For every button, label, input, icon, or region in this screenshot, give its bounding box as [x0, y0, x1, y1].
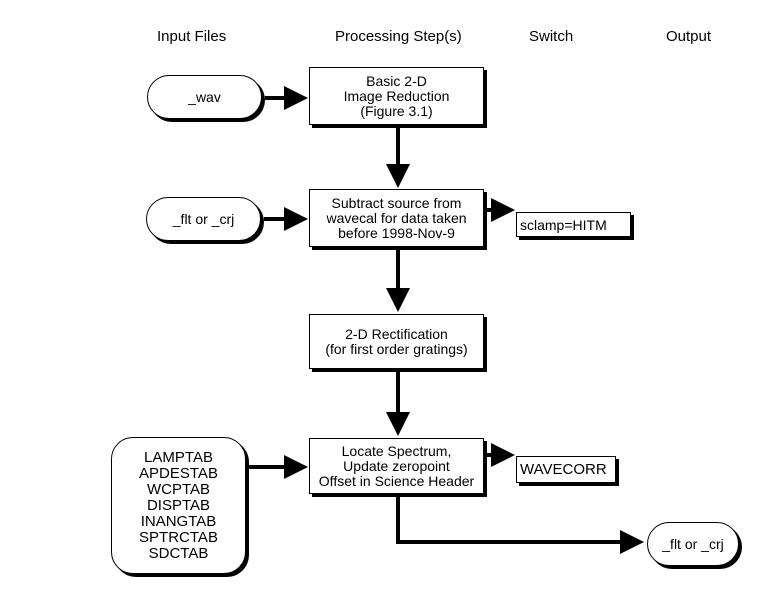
input-reference-tables: LAMPTAB APDESTAB WCPTAB DISPTAB INANGTAB… — [111, 437, 246, 574]
step-reduction-line-3: (Figure 3.1) — [360, 102, 433, 119]
output-flt-crj-label: _flt or _crj — [662, 535, 724, 552]
arrow-locate-to-output — [396, 495, 644, 554]
input-flt-crj-label: _flt or _crj — [172, 210, 235, 227]
header-output: Output — [666, 28, 712, 45]
table-inangtab: INANGTAB — [140, 512, 217, 530]
switch-wavecorr-label: WAVECORR — [520, 461, 607, 478]
header-input-files: Input Files — [157, 28, 227, 45]
step-subtract-line-1: Subtract source from — [331, 194, 462, 211]
input-wav: _wav — [147, 75, 262, 119]
header-processing-steps: Processing Step(s) — [335, 28, 462, 45]
step-locate-spectrum: Locate Spectrum, Update zeropoint Offset… — [309, 438, 484, 494]
step-reduction-line-1: Basic 2-D — [366, 72, 427, 89]
switch-wavecorr: WAVECORR — [516, 456, 616, 483]
table-sdctab: SDCTAB — [148, 544, 209, 562]
input-wav-label: _wav — [188, 88, 221, 105]
step-rectify-line-1: 2-D Rectification — [345, 325, 448, 342]
step-subtract-source: Subtract source from wavecal for data ta… — [309, 189, 484, 247]
table-lamptab: LAMPTAB — [144, 448, 213, 466]
step-locate-line-1: Locate Spectrum, — [341, 442, 452, 459]
input-flt-crj: _flt or _crj — [146, 197, 261, 241]
header-switch: Switch — [529, 28, 574, 45]
step-image-reduction: Basic 2-D Image Reduction (Figure 3.1) — [309, 67, 484, 125]
output-flt-crj: _flt or _crj — [647, 522, 739, 566]
switch-sclamp: sclamp=HITM — [516, 212, 631, 237]
switch-sclamp-label: sclamp=HITM — [520, 216, 607, 233]
table-wcptab: WCPTAB — [146, 480, 211, 498]
step-subtract-line-3: before 1998-Nov-9 — [338, 224, 455, 241]
table-disptab: DISPTAB — [146, 496, 211, 514]
step-rectify-line-2: (for first order gratings) — [325, 340, 468, 357]
step-subtract-line-2: wavecal for data taken — [326, 209, 467, 226]
table-sptrctab: SPTRCTAB — [139, 528, 218, 546]
step-locate-line-3: Offset in Science Header — [318, 472, 475, 489]
step-reduction-line-2: Image Reduction — [343, 87, 450, 104]
step-locate-line-2: Update zeropoint — [343, 457, 450, 474]
table-apdestab: APDESTAB — [139, 464, 218, 482]
step-rectification: 2-D Rectification (for first order grati… — [309, 314, 484, 369]
